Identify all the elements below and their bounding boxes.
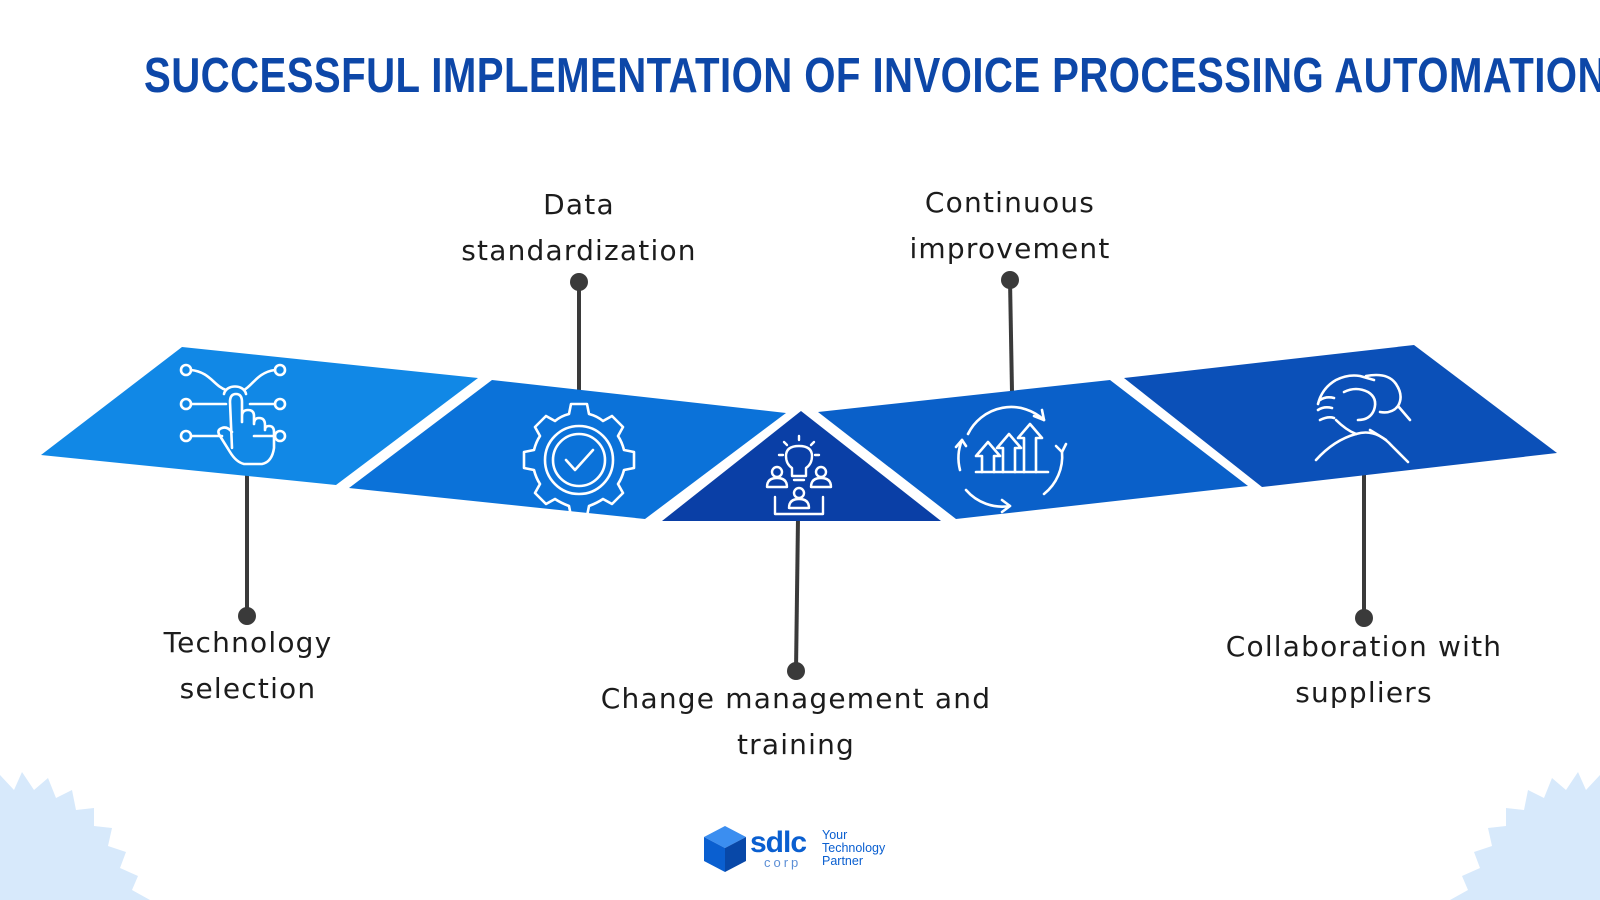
connector-continuous-improvement (1001, 271, 1019, 393)
connector-technology-selection (238, 472, 256, 625)
touch-network-icon (179, 363, 287, 466)
logo-tagline: Your Technology Partner (822, 828, 886, 868)
corner-decoration-right (1450, 772, 1600, 900)
connector-data-standardization (570, 273, 588, 392)
logo-sub: corp (764, 855, 802, 870)
step-label-continuous-improvement: Continuous improvement (909, 186, 1111, 265)
team-idea-icon (765, 434, 833, 516)
step-label-collaboration: Collaboration with suppliers (1225, 630, 1503, 709)
company-logo: sdlc corp Your Technology Partner (702, 824, 902, 880)
corner-decoration-left (0, 772, 150, 900)
segment-continuous-improvement (818, 380, 1248, 519)
segment-change-management (662, 411, 941, 521)
step-label-technology-selection: Technology selection (163, 626, 333, 705)
logo-wordmark: sdlc (750, 826, 807, 859)
growth-cycle-icon (954, 405, 1068, 514)
segment-collaboration (1124, 345, 1557, 487)
handshake-icon (1314, 373, 1412, 464)
connector-change-management (787, 517, 805, 680)
cube-logo-icon (704, 826, 746, 872)
segment-technology-selection (41, 347, 478, 485)
page-title: SUCCESSFUL IMPLEMENTATION OF INVOICE PRO… (144, 49, 1600, 103)
step-label-change-management: Change management and training (600, 682, 992, 761)
gear-check-icon (522, 402, 636, 518)
segment-data-standardization (349, 380, 786, 519)
step-label-data-standardization: Data standardization (461, 188, 697, 267)
connector-collaboration (1355, 472, 1373, 627)
